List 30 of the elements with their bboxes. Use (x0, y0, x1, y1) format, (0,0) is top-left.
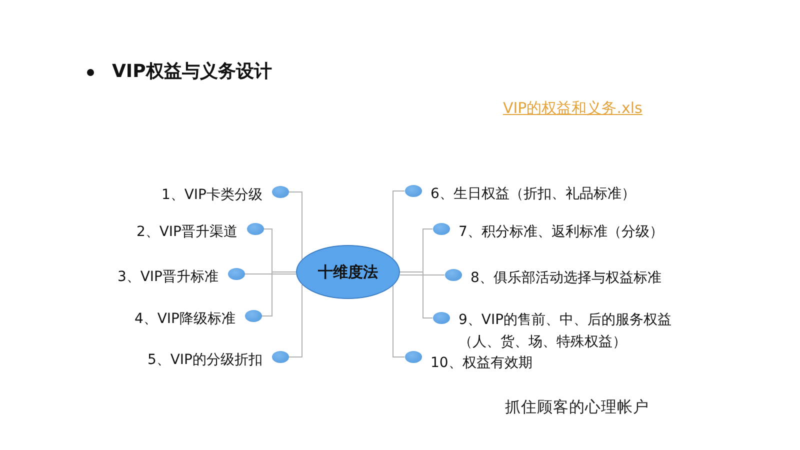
connector-line (288, 284, 302, 358)
connector-line (392, 285, 405, 358)
branch-label: 10、权益有效期 (430, 354, 532, 372)
branch-label: 1、VIP卡类分级 (161, 186, 262, 204)
branch-label: 2、VIP晋升渠道 (136, 223, 238, 241)
branch-dot (244, 310, 262, 322)
branch-dot (272, 186, 288, 198)
central-topic: 十维度法 (318, 262, 378, 282)
branch-dot (432, 223, 450, 235)
slide-title: VIP权益与义务设计 (112, 61, 272, 83)
branch-label: 7、积分标准、返利标准（分级） (458, 223, 664, 241)
branch-label: 4、VIP降级标准 (134, 310, 236, 328)
branch-dot (272, 351, 288, 363)
note-text: 抓住顾客的心理帐户 (505, 397, 649, 418)
branch-label: 3、VIP晋升标准 (117, 268, 218, 286)
branch-label: 5、VIP的分级折扣 (147, 351, 262, 369)
branch-dot (246, 223, 264, 235)
branch-dot (404, 351, 422, 363)
connector-line (400, 272, 433, 318)
branch-dot (432, 312, 450, 324)
branch-label: 6、生日权益（折扣、礼品标准） (430, 185, 636, 203)
file-link: VIP的权益和义务.xls (503, 99, 642, 118)
connector-line (392, 190, 405, 259)
branch-dot (444, 269, 462, 281)
connector-line (400, 274, 445, 276)
branch-dot (404, 185, 422, 197)
branch-label: 8、俱乐部活动选择与权益标准 (470, 269, 662, 287)
branch-dot (228, 268, 244, 280)
connector-line (288, 192, 302, 260)
branch-label: 9、VIP的售前、中、后的服务权益（人、货、场、特殊权益） (458, 311, 673, 352)
